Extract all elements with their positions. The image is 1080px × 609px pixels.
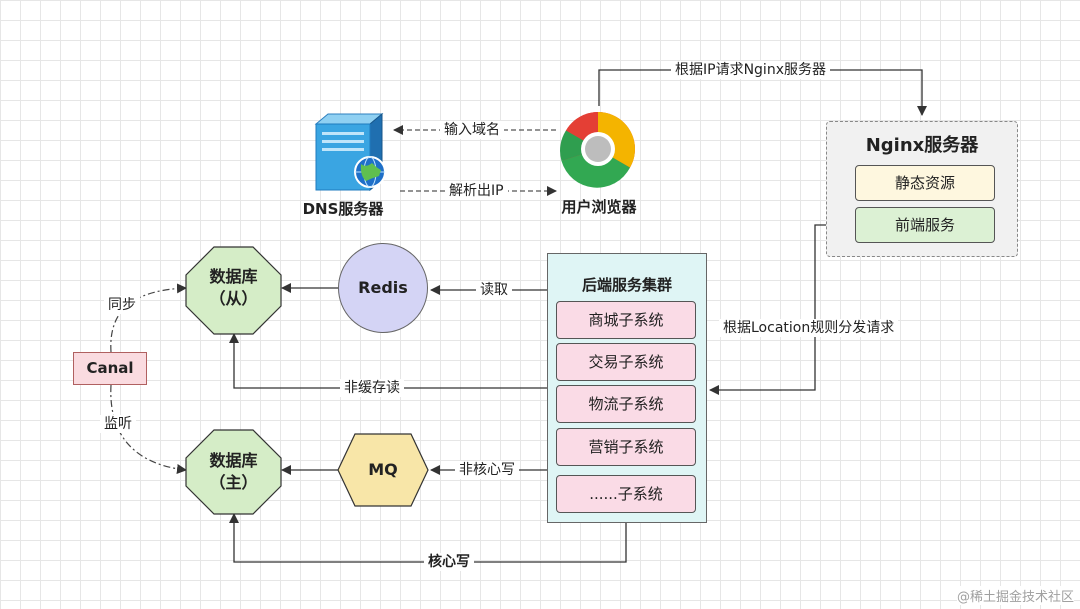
edge-label-resolve-ip: 解析出IP (445, 182, 508, 200)
db-master-label: 数据库 （主） (186, 450, 281, 494)
nginx-title: Nginx服务器 (865, 135, 979, 156)
db-slave-shape (185, 246, 282, 335)
frontend-service-box: 前端服务 (855, 207, 995, 243)
db-slave-line1: 数据库 (209, 267, 258, 286)
mq-label: MQ (368, 460, 398, 479)
edge-label-non-core-write: 非核心写 (455, 461, 519, 479)
subsystem-trade: 交易子系统 (556, 343, 696, 381)
listen-line (110, 384, 187, 474)
edge-label-core-write: 核心写 (424, 553, 474, 571)
edge-label-ip-request: 根据IP请求Nginx服务器 (671, 61, 830, 79)
subsystem-logistics: 物流子系统 (556, 385, 696, 423)
browser-label: 用户浏览器 (561, 198, 637, 216)
watermark: @稀土掘金技术社区 (956, 586, 1074, 605)
static-resources-box: 静态资源 (855, 165, 995, 201)
edge-label-non-cache-read: 非缓存读 (340, 379, 404, 397)
canal-node: Canal (73, 352, 147, 385)
subsystem-mall: 商城子系统 (556, 301, 696, 339)
backend-cluster-title: 后端服务集群 (581, 276, 672, 294)
nginx-server-panel: Nginx服务器 静态资源 前端服务 (826, 121, 1018, 257)
mq-shape (337, 433, 429, 507)
edge-label-read: 读取 (476, 281, 512, 299)
edge-label-input-domain: 输入域名 (440, 121, 504, 139)
db-master-shape (185, 429, 282, 515)
db-master-line1: 数据库 (209, 451, 258, 470)
redis-node: Redis (338, 243, 428, 333)
subsystem-marketing: 营销子系统 (556, 428, 696, 466)
db-slave-line2: （从） (209, 289, 258, 308)
browser-icon (560, 112, 635, 188)
db-master-line2: （主） (209, 473, 258, 492)
dns-server-label: DNS服务器 (302, 200, 384, 218)
edge-label-listen: 监听 (100, 415, 136, 433)
non-cache-read-line (229, 333, 547, 389)
edge-label-location-rule: 根据Location规则分发请求 (719, 319, 899, 337)
backend-cluster-panel: 后端服务集群 商城子系统 交易子系统 物流子系统 营销子系统 ......子系统 (547, 253, 707, 523)
server-icon (314, 112, 386, 192)
db-slave-label: 数据库 （从） (186, 266, 281, 310)
subsystem-others: ......子系统 (556, 475, 696, 513)
edge-label-sync: 同步 (104, 296, 140, 314)
